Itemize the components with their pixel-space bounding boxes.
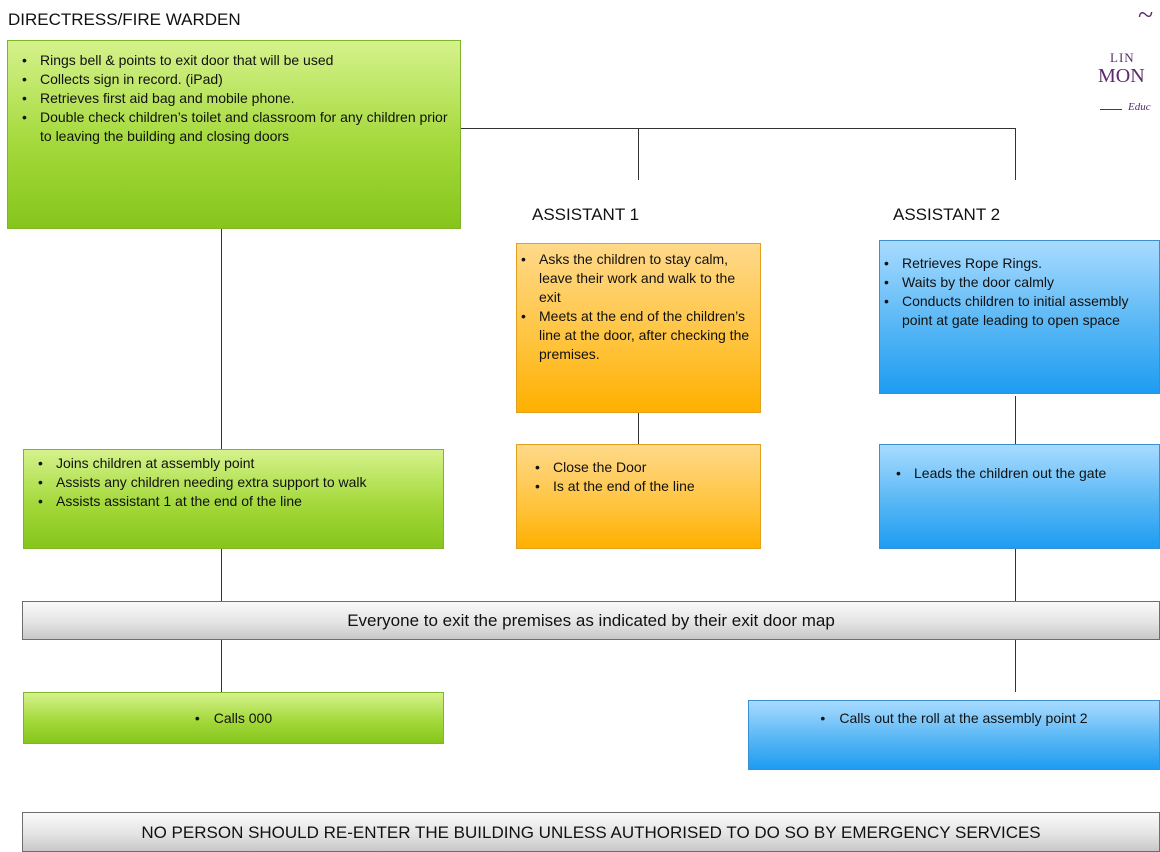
logo-rule	[1100, 109, 1122, 110]
list-item: Assists assistant 1 at the end of the li…	[34, 492, 423, 511]
assistant2-tasks-box: Retrieves Rope Rings. Waits by the door …	[879, 240, 1160, 394]
assistant2-heading: ASSISTANT 2	[893, 205, 1001, 224]
list-item: Calls out the roll at the assembly point…	[749, 709, 1159, 728]
logo-flourish-icon: ~	[1138, 0, 1154, 31]
list-item: Leads the children out the gate	[892, 464, 1149, 483]
assistant2-gate-box: Leads the children out the gate	[879, 444, 1160, 549]
logo-line2: MON	[1098, 65, 1145, 87]
list-item: Calls 000	[24, 709, 443, 728]
connector-assistant1-drop	[638, 128, 639, 180]
list-item: Retrieves first aid bag and mobile phone…	[18, 89, 452, 108]
connector-directress-1	[221, 229, 222, 449]
connector-top-horizontal	[460, 128, 1016, 129]
list-item: Rings bell & points to exit door that wi…	[18, 51, 452, 70]
directress-tasks-box: Rings bell & points to exit door that wi…	[7, 40, 461, 229]
directress-assembly-box: Joins children at assembly point Assists…	[23, 449, 444, 549]
connector-assistant1-1	[638, 396, 639, 444]
assistant1-tasks-box: Asks the children to stay calm, leave th…	[516, 243, 761, 413]
connector-assistant2-2	[1015, 549, 1016, 601]
connector-directress-3	[221, 640, 222, 692]
list-item: Close the Door	[531, 458, 754, 477]
directress-call-box: Calls 000	[23, 692, 444, 744]
connector-assistant2-3	[1015, 640, 1016, 692]
assistant1-door-box: Close the Door Is at the end of the line	[516, 444, 761, 549]
list-item: Asks the children to stay calm, leave th…	[517, 250, 754, 307]
connector-directress-2	[221, 549, 222, 601]
list-item: Meets at the end of the children’s line …	[517, 307, 754, 364]
directress-heading: DIRECTRESS/FIRE WARDEN	[8, 10, 241, 29]
no-reentry-banner: NO PERSON SHOULD RE-ENTER THE BUILDING U…	[22, 812, 1160, 852]
list-item: Collects sign in record. (iPad)	[18, 70, 452, 89]
exit-banner: Everyone to exit the premises as indicat…	[22, 601, 1160, 640]
logo-line3: Educ	[1128, 101, 1151, 113]
list-item: Conducts children to initial assembly po…	[880, 292, 1149, 330]
list-item: Is at the end of the line	[531, 477, 754, 496]
list-item: Waits by the door calmly	[880, 273, 1149, 292]
list-item: Retrieves Rope Rings.	[880, 254, 1149, 273]
list-item: Joins children at assembly point	[34, 454, 423, 473]
logo-line1: LIN	[1110, 50, 1135, 65]
list-item: Double check children’s toilet and class…	[18, 108, 452, 146]
assistant2-roll-box: Calls out the roll at the assembly point…	[748, 700, 1160, 770]
connector-assistant2-drop	[1015, 128, 1016, 180]
connector-assistant2-1	[1015, 396, 1016, 444]
assistant1-heading: ASSISTANT 1	[532, 205, 640, 224]
list-item: Assists any children needing extra suppo…	[34, 473, 423, 492]
logo: ~ LIN MON Educ	[1060, 0, 1160, 140]
